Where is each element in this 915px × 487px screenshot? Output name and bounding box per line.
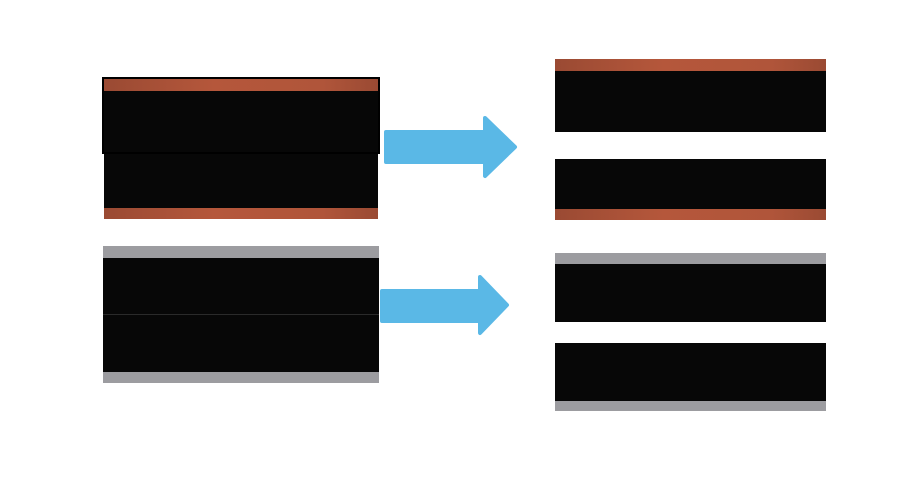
dark-core-lower [555,159,826,209]
right-arrow-icon [384,116,517,178]
gray-layer-bottom [103,372,379,383]
gray-layer-bottom [555,401,826,411]
copper-layer-bottom [104,208,378,219]
copper-layer-top [555,59,826,71]
dark-core-upper [555,264,826,322]
dark-core [103,258,379,372]
copper-layer-bottom [555,209,826,220]
gray-layer-top [103,246,379,258]
selection-outline [102,77,380,154]
copper-layer-top [104,79,378,91]
right-arrow-icon [380,275,509,335]
gray-layer-top [555,253,826,264]
dark-core [104,91,378,208]
split-line [103,314,379,315]
dark-core-lower [555,343,826,401]
dark-core-upper [555,71,826,132]
